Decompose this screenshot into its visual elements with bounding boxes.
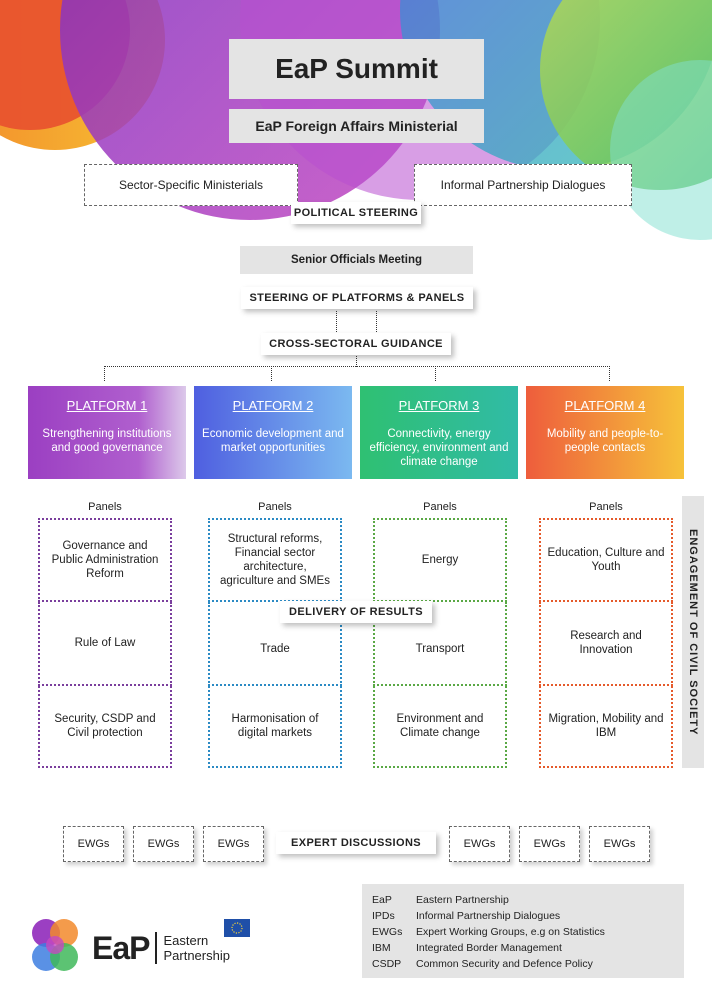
connector-line [356,356,357,367]
ministerial-label: EaP Foreign Affairs Ministerial [255,118,458,134]
eap-logo-mark [32,919,78,971]
connector-line [435,366,436,381]
platform-1: PLATFORM 1 Strengthening institutions an… [28,386,186,479]
platform-3-title: PLATFORM 3 [398,398,480,413]
panel-box: Trade [208,602,342,686]
ewg-box: EWGs [63,826,124,862]
civil-society-bar: ENGAGEMENT OF CIVIL SOCIETY [682,496,704,768]
panel-box: Energy [373,518,507,602]
summit-box: EaP Summit [229,39,484,99]
ewg-box: EWGs [203,826,264,862]
expert-discussions-label: EXPERT DISCUSSIONS [276,832,436,854]
panels-heading: Panels [589,501,623,513]
panel-box: Environment and Climate change [373,686,507,768]
logo-wordmark: EaP Eastern Partnership [92,928,230,968]
panels-heading: Panels [423,501,457,513]
civil-society-label: ENGAGEMENT OF CIVIL SOCIETY [687,528,699,736]
connector-line [609,366,610,381]
informal-dialogues-box: Informal Partnership Dialogues [414,164,632,206]
senior-officials-box: Senior Officials Meeting [240,246,473,274]
summit-title: EaP Summit [275,53,438,84]
connector-line [376,311,377,334]
panel-box: Structural reforms, Financial sector arc… [208,518,342,602]
sector-ministerials-box: Sector-Specific Ministerials [84,164,298,206]
logo-line1: Eastern [163,933,209,948]
panel-box: Education, Culture and Youth [539,518,673,602]
panels-heading: Panels [258,501,292,513]
connector-line [336,311,337,334]
panel-box: Harmonisation of digital markets [208,686,342,768]
platform-3: PLATFORM 3 Connectivity, energy efficien… [360,386,518,479]
ewg-box: EWGs [519,826,580,862]
platform-4-desc: Mobility and people-to-people contacts [546,428,664,454]
political-steering-label: POLITICAL STEERING [291,202,421,224]
logo-mark-text: EaP [92,929,150,966]
panel-box: Governance and Public Administration Ref… [38,518,172,602]
panel-box: Migration, Mobility and IBM [539,686,673,768]
panel-box: Rule of Law [38,602,172,686]
platform-1-desc: Strengthening institutions and good gove… [42,428,172,454]
connector-line [104,366,105,381]
connector-line [104,366,610,367]
panels-heading: Panels [88,501,122,513]
delivery-label: DELIVERY OF RESULTS [280,601,432,623]
ministerial-box: EaP Foreign Affairs Ministerial [229,109,484,143]
connector-line [271,366,272,381]
panel-box: Security, CSDP and Civil protection [38,686,172,768]
platform-4: PLATFORM 4 Mobility and people-to-people… [526,386,684,479]
eu-flag-icon [224,919,250,937]
panel-box: Research and Innovation [539,602,673,686]
ewg-box: EWGs [449,826,510,862]
platform-1-title: PLATFORM 1 [66,398,148,413]
platform-2-title: PLATFORM 2 [232,398,314,413]
steering-platforms-label: STEERING OF PLATFORMS & PANELS [241,287,473,309]
cross-sectoral-label: CROSS-SECTORAL GUIDANCE [261,333,451,355]
logo-line2: Partnership [163,948,230,963]
platform-2-desc: Economic development and market opportun… [202,428,344,454]
ewg-box: EWGs [589,826,650,862]
platform-4-title: PLATFORM 4 [564,398,646,413]
platform-3-desc: Connectivity, energy efficiency, environ… [369,428,509,468]
platform-2: PLATFORM 2 Economic development and mark… [194,386,352,479]
ewg-box: EWGs [133,826,194,862]
